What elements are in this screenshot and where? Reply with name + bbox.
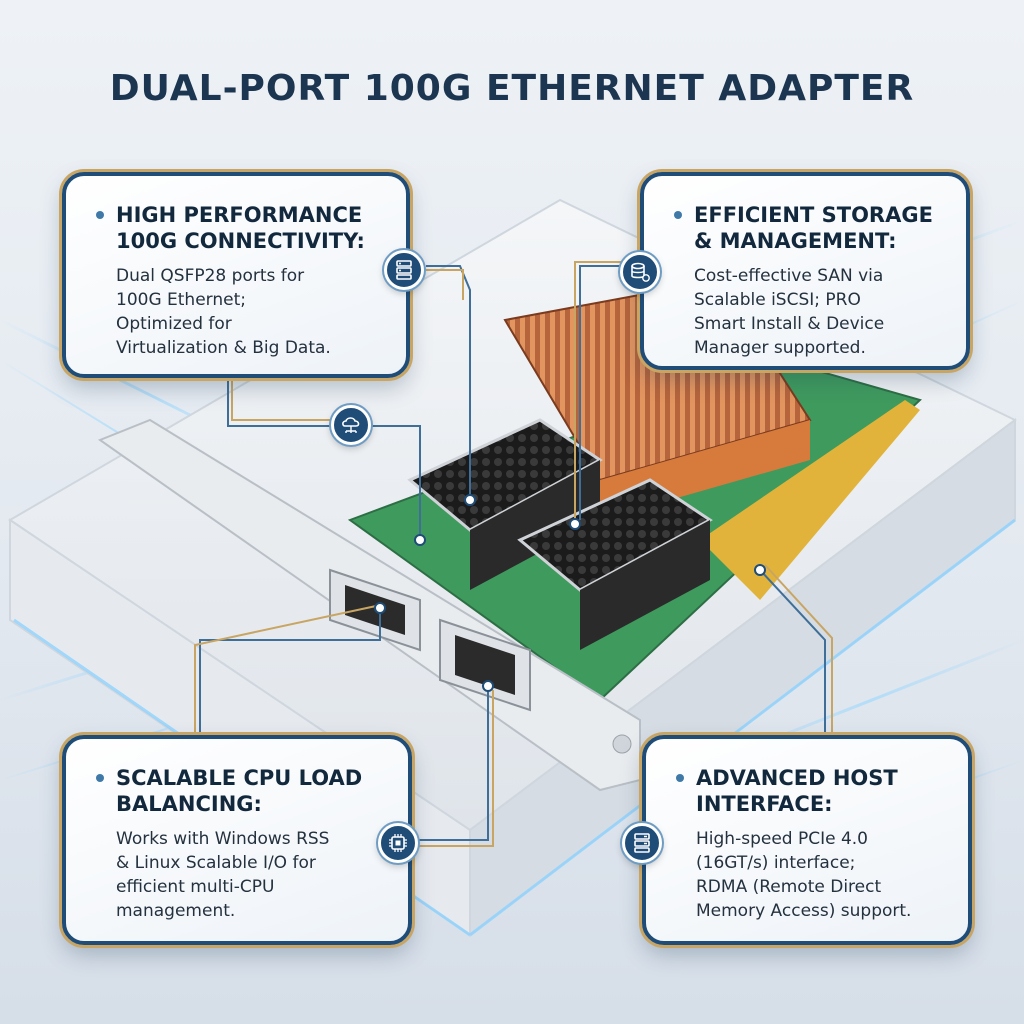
feature-card-storage: EFFICIENT STORAGE & MANAGEMENT: Cost-eff… [640,172,970,370]
feature-description: Cost-effective SAN via Scalable iSCSI; P… [694,266,885,358]
feature-card-cpu-balancing: SCALABLE CPU LOAD BALANCING: Works with … [62,735,412,945]
feature-heading: ADVANCED HOST INTERFACE: [676,765,950,817]
module-cages [407,418,713,650]
server-rack-icon [384,250,424,290]
feature-description: High-speed PCIe 4.0 (16GT/s) interface; … [696,829,912,921]
cpu-chip-icon [378,823,418,863]
feature-card-connectivity: HIGH PERFORMANCE 100G CONNECTIVITY: Dual… [62,172,410,378]
server-stack-icon [622,823,662,863]
bullet-icon [674,211,682,219]
feature-heading: SCALABLE CPU LOAD BALANCING: [96,765,390,817]
page-title: DUAL-PORT 100G ETHERNET ADAPTER [109,68,915,109]
callout-anchor-dots [374,494,766,692]
qsfp28-ports [329,568,531,712]
bullet-icon [96,774,104,782]
feature-heading: EFFICIENT STORAGE & MANAGEMENT: [674,202,948,254]
callout-lines [194,261,833,847]
cloud-network-icon [331,405,371,445]
database-gear-icon [620,252,660,292]
feature-heading: HIGH PERFORMANCE 100G CONNECTIVITY: [96,202,388,254]
bullet-icon [676,774,684,782]
feature-description: Dual QSFP28 ports for 100G Ethernet; Opt… [116,266,331,358]
bullet-icon [96,211,104,219]
feature-description: Works with Windows RSS & Linux Scalable … [116,829,330,921]
feature-card-host-interface: ADVANCED HOST INTERFACE: High-speed PCIe… [642,735,972,945]
